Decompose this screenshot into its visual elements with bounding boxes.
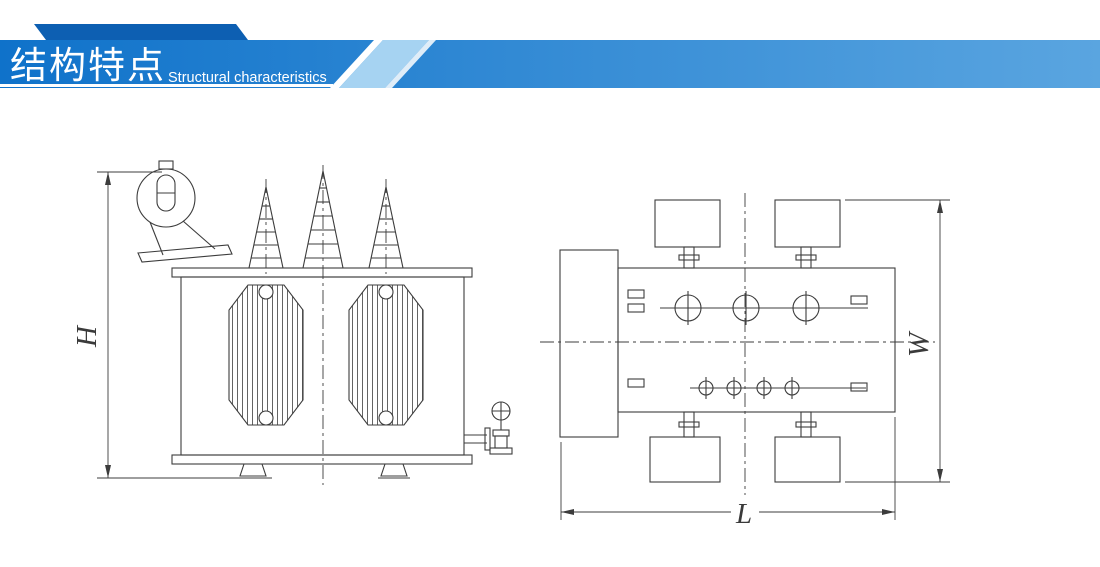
transformer-drawing: H bbox=[71, 160, 950, 530]
lv-bushing-row-top-view bbox=[690, 377, 866, 399]
header-accent-white-stripe bbox=[330, 40, 383, 88]
header-accent-light-stripe bbox=[339, 40, 429, 88]
radiator-panel-left bbox=[228, 284, 304, 426]
front-view: H bbox=[71, 160, 513, 485]
tank-body bbox=[171, 267, 473, 465]
base-feet bbox=[239, 463, 408, 477]
radiator-top-right bbox=[774, 199, 841, 269]
dimension-height: H bbox=[71, 171, 410, 479]
page-subtitle: Structural characteristics bbox=[168, 70, 327, 86]
dimension-length: L bbox=[560, 417, 896, 530]
hv-bushing-left bbox=[248, 179, 284, 274]
hv-bushing-right bbox=[368, 179, 404, 274]
cooler-box bbox=[559, 249, 619, 438]
length-label: L bbox=[735, 498, 752, 530]
radiator-panel-right bbox=[348, 284, 424, 426]
header-band bbox=[0, 40, 1100, 88]
radiator-bottom-right bbox=[774, 411, 841, 483]
dimension-width: W bbox=[845, 199, 950, 483]
header-ribbon-tab bbox=[34, 24, 248, 40]
header-banner: 结构特点 Structural characteristics bbox=[0, 24, 1100, 88]
page-title: 结构特点 bbox=[10, 45, 166, 86]
tank-top-view bbox=[617, 267, 896, 413]
conservator-tank bbox=[136, 160, 233, 263]
width-label: W bbox=[903, 330, 935, 357]
header-underline bbox=[0, 84, 333, 87]
lifting-lugs bbox=[627, 289, 868, 392]
header-accent-white-stripe-2 bbox=[385, 40, 436, 88]
plan-view: W L bbox=[540, 193, 950, 530]
drain-valve bbox=[464, 401, 513, 455]
radiator-top-left bbox=[654, 199, 721, 269]
radiator-bottom-left bbox=[649, 411, 721, 483]
hv-bushing-center bbox=[302, 170, 344, 269]
height-label: H bbox=[71, 324, 103, 348]
hv-bushing-row-top-view bbox=[660, 291, 868, 325]
